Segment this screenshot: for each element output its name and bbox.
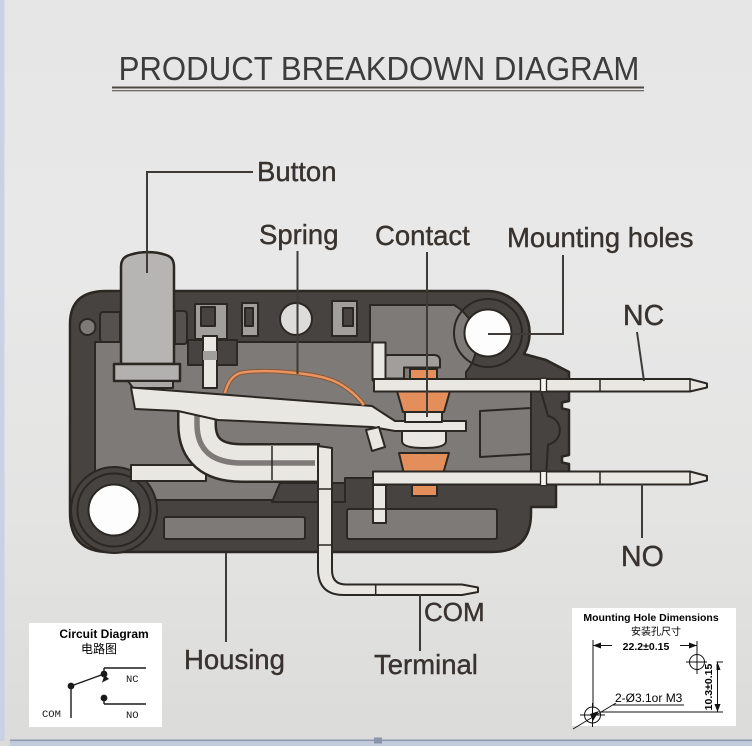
- svg-text:安装孔尺寸: 安装孔尺寸: [631, 625, 681, 638]
- svg-text:NC: NC: [623, 300, 664, 332]
- svg-text:Contact: Contact: [375, 220, 470, 251]
- svg-text:NC: NC: [126, 674, 139, 686]
- svg-text:Spring: Spring: [259, 219, 339, 250]
- svg-text:NO: NO: [126, 710, 139, 722]
- svg-text:Circuit Diagram: Circuit Diagram: [59, 627, 148, 641]
- svg-text:NO: NO: [621, 541, 664, 573]
- svg-text:22.2±0.15: 22.2±0.15: [623, 641, 670, 653]
- svg-text:COM: COM: [42, 709, 61, 721]
- svg-text:Button: Button: [257, 156, 337, 187]
- svg-text:电路图: 电路图: [81, 641, 117, 656]
- svg-text:COM: COM: [424, 597, 485, 627]
- svg-text:Mounting Hole Dimensions: Mounting Hole Dimensions: [583, 612, 718, 624]
- svg-text:Mounting holes: Mounting holes: [507, 222, 694, 253]
- svg-text:PRODUCT BREAKDOWN DIAGRAM: PRODUCT BREAKDOWN DIAGRAM: [119, 50, 640, 87]
- svg-text:Housing: Housing: [184, 644, 285, 675]
- svg-text:2-Ø3.1or M3: 2-Ø3.1or M3: [615, 691, 683, 705]
- svg-text:Terminal: Terminal: [374, 649, 478, 680]
- svg-text:10.3±0.15: 10.3±0.15: [703, 664, 715, 711]
